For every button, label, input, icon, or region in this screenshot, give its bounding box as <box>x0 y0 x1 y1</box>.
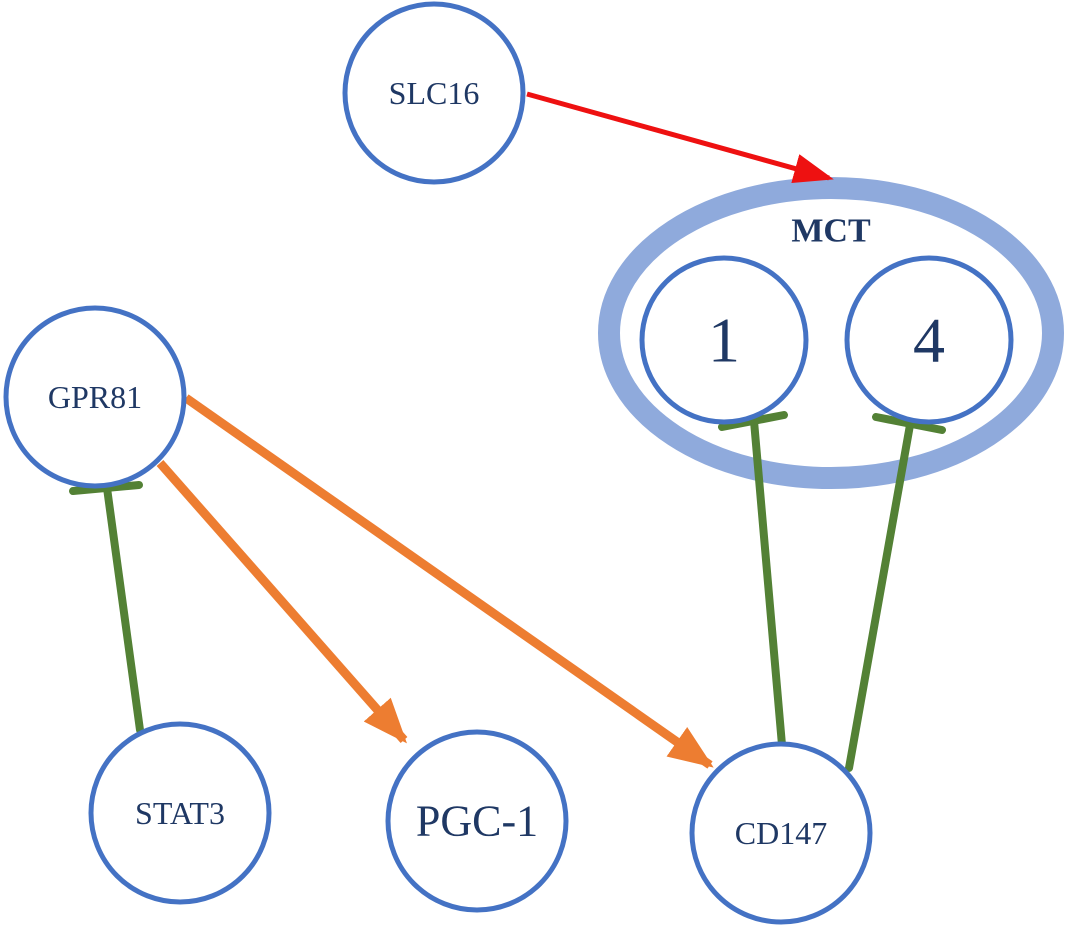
node-stat3: STAT3 <box>88 721 272 905</box>
node-stat3-circle <box>88 721 272 905</box>
node-mct1-label: 1 <box>708 305 740 376</box>
node-slc16-label: SLC16 <box>389 75 480 111</box>
inhibition-bar <box>69 481 143 495</box>
edge-slc16-to-mct <box>526 91 834 184</box>
inhibition-line <box>750 417 786 749</box>
node-gpr81: GPR81 <box>3 305 187 489</box>
inhibition-line <box>845 421 914 772</box>
edge-cd147-inhibits-mct1 <box>718 411 788 749</box>
node-stat3-label: STAT3 <box>135 795 225 831</box>
node-pgc1: PGC-1 <box>385 729 569 913</box>
edge-gpr81-to-cd147 <box>183 394 714 769</box>
edge-cd147-inhibits-mct4 <box>845 413 946 772</box>
node-mct1: 1 <box>639 255 809 425</box>
edge-stat3-inhibits-gpr81 <box>69 481 144 734</box>
inhibition-bar <box>872 413 946 434</box>
node-slc16-circle <box>342 1 526 185</box>
node-mct4: 4 <box>844 255 1014 425</box>
inhibition-bar <box>718 411 788 431</box>
node-pgc1-circle <box>385 729 569 913</box>
node-gpr81-circle <box>3 305 187 489</box>
edge-gpr81-to-pgc1 <box>156 460 408 744</box>
node-cd147-circle <box>689 741 873 925</box>
node-mct1-circle <box>639 255 809 425</box>
node-pgc1-label: PGC-1 <box>416 797 538 846</box>
mct-group-label: MCT <box>791 213 871 250</box>
node-slc16: SLC16 <box>342 1 526 185</box>
node-mct4-circle <box>844 255 1014 425</box>
node-cd147-label: CD147 <box>735 815 827 851</box>
node-gpr81-label: GPR81 <box>48 379 142 415</box>
inhibition-line <box>103 484 144 734</box>
node-mct4-label: 4 <box>913 305 945 376</box>
node-cd147: CD147 <box>689 741 873 925</box>
